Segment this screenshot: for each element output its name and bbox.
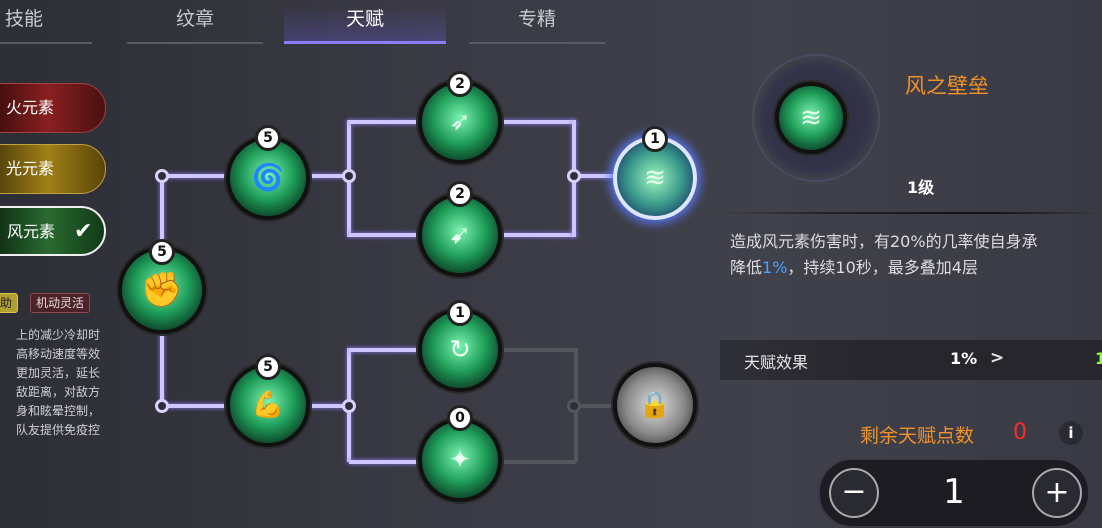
node-points-badge: 0 [447, 405, 473, 431]
node-points-badge: 2 [447, 71, 473, 97]
fist-icon: ✊ [140, 270, 184, 310]
wind-slash-icon: ➶ [449, 107, 471, 137]
element-wind-button[interactable]: 风元素 ✔ [0, 206, 106, 256]
element-light-button[interactable]: 光元素 [0, 144, 106, 194]
effect-next: 1 [1095, 349, 1102, 368]
minus-button[interactable]: − [829, 468, 879, 518]
points-stepper: − 1 + [818, 458, 1090, 528]
node-points-badge: 2 [447, 181, 473, 207]
swirl-icon: ↻ [449, 335, 471, 365]
element-fire-button[interactable]: 火元素 [0, 83, 106, 133]
talent-node-fist[interactable]: ✊ [118, 246, 206, 334]
detail-skill-icon: ≋ [775, 82, 847, 154]
detail-description: 造成风元素伤害时，有20%的几率使自身承 降低1%，持续10秒，最多叠加4层 [730, 232, 1038, 277]
dash-icon: ➹ [449, 220, 471, 250]
node-points-badge: 1 [642, 126, 668, 152]
burst-icon: ✦ [449, 445, 471, 475]
tag-mobility: 机动灵活 [30, 293, 91, 313]
effect-current: 1% [950, 349, 978, 368]
tab-skills[interactable]: 技能 [0, 4, 92, 44]
chevron-right-icon: > [990, 348, 1005, 368]
tornado-icon: 🌀 [251, 163, 285, 193]
lock-icon: 🔒 [638, 390, 672, 420]
divider [716, 212, 1102, 214]
stepper-value: 1 [943, 472, 965, 512]
detail-title: 风之壁垒 [905, 74, 989, 98]
plus-button[interactable]: + [1032, 468, 1082, 518]
tab-talent[interactable]: 天赋 [284, 4, 446, 44]
talent-node-burst[interactable]: ✦ [418, 418, 502, 502]
talent-effect-row: 天赋效果 1% > 1 [720, 340, 1102, 380]
remaining-points-label: 剩余天赋点数 [860, 425, 975, 447]
node-points-badge: 5 [149, 239, 175, 265]
detail-level: 1级 [907, 178, 935, 197]
talent-node-dash[interactable]: ➹ [418, 193, 502, 277]
tab-mastery[interactable]: 专精 [469, 4, 605, 44]
node-points-badge: 5 [255, 125, 281, 151]
wind-barrier-icon: ≋ [644, 163, 666, 193]
element-description: 上的减少冷却时高移动速度等效更加灵活，延长敌距离，对敌方身和眩晕控制，队友提供免… [15, 328, 100, 437]
info-icon[interactable]: i [1059, 421, 1083, 445]
wind-barrier-icon: ≋ [800, 103, 822, 133]
element-wind-label: 风元素 [7, 222, 56, 241]
element-light-label: 光元素 [6, 159, 55, 178]
element-fire-label: 火元素 [6, 98, 55, 117]
node-points-badge: 1 [447, 300, 473, 326]
tag-assist: 助 [0, 293, 19, 313]
remaining-points-value: 0 [1013, 420, 1027, 445]
node-points-badge: 5 [255, 354, 281, 380]
tab-emblem[interactable]: 纹章 [127, 4, 263, 44]
checkmark-icon: ✔ [74, 219, 93, 244]
talent-node-locked[interactable]: 🔒 [613, 363, 697, 447]
strength-icon: 💪 [251, 390, 285, 420]
